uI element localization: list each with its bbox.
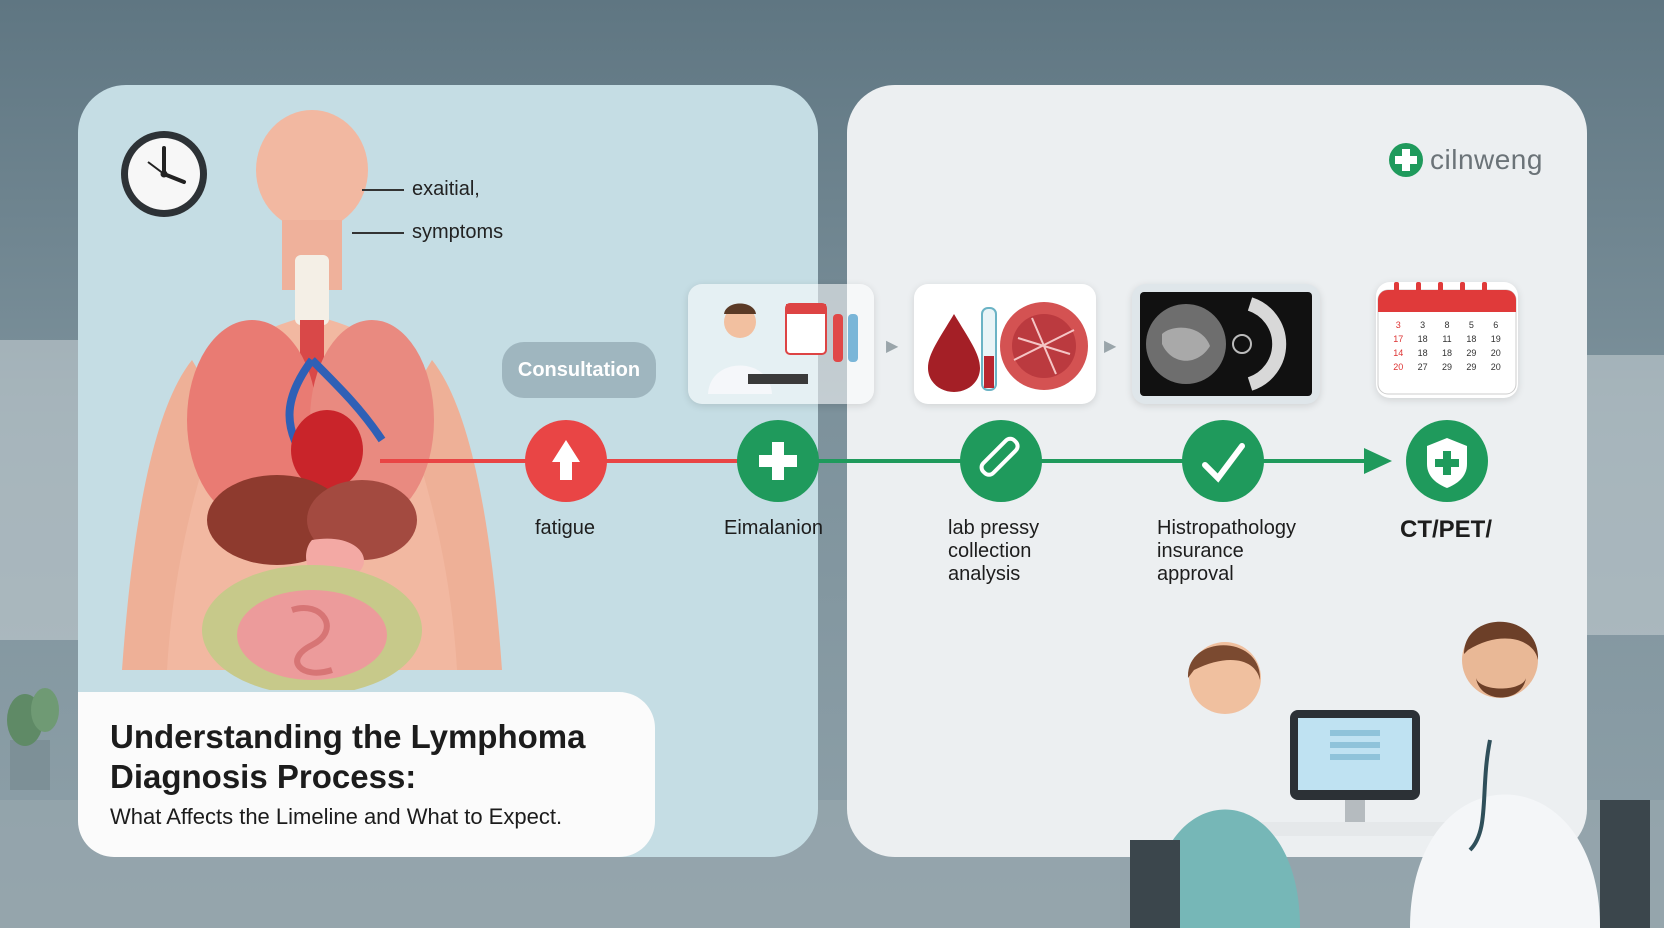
calendar-day: 18 xyxy=(1441,348,1452,358)
step-label-histo: Histropathology insurance approval xyxy=(1157,517,1296,585)
page-title: Understanding the Lymphoma Diagnosis Pro… xyxy=(110,718,586,795)
calendar-day: 18 xyxy=(1417,334,1428,344)
consultation-card xyxy=(688,284,874,404)
step-label-examination: Eimalanion xyxy=(724,517,823,539)
calendar-day: 11 xyxy=(1442,334,1452,344)
calendar-icon xyxy=(1377,282,1517,395)
calendar-day: 3 xyxy=(1420,320,1426,330)
calendar-day: 29 xyxy=(1466,348,1477,358)
calendar-day: 6 xyxy=(1493,320,1499,330)
calendar-day: 18 xyxy=(1417,348,1428,358)
calendar-day: 18 xyxy=(1466,334,1477,344)
plant-icon xyxy=(7,688,59,790)
calendar-card: 3 3 8 5 6 17 18 11 18 19 14 18 18 29 20 20 27 29 29 20 xyxy=(1376,282,1518,398)
blood-sample-card xyxy=(914,284,1096,404)
callout-line-top xyxy=(362,189,404,191)
calendar-day: 5 xyxy=(1468,320,1474,330)
calendar-day: 8 xyxy=(1444,320,1450,330)
consultation-pill: Consultation xyxy=(502,342,656,398)
doctor-patient-consultation-illustration xyxy=(1130,621,1650,928)
calendar-day: 20 xyxy=(1490,362,1501,372)
background-shelf-right xyxy=(1585,355,1664,635)
callout-line-bottom xyxy=(352,232,404,234)
callout-bottom-label: symptoms xyxy=(412,221,504,243)
ct-scan-image-icon xyxy=(1140,292,1312,396)
callout-top-label: exaitial, xyxy=(412,178,480,200)
title-box: Understanding the Lymphoma Diagnosis Pro… xyxy=(78,692,655,857)
calendar-day: 20 xyxy=(1393,362,1404,372)
calendar-grid: 3 3 8 5 6 17 18 11 18 19 14 18 18 29 20 20 27 29 29 20 xyxy=(1386,320,1508,372)
step-label-imaging: CT/PET/ xyxy=(1400,516,1493,543)
calendar-day: 14 xyxy=(1393,348,1404,358)
calendar-day: 17 xyxy=(1393,334,1404,344)
human-anatomy-illustration xyxy=(122,110,502,690)
clock-icon xyxy=(121,131,207,217)
calendar-day: 29 xyxy=(1466,362,1477,372)
calendar-day: 29 xyxy=(1441,362,1452,372)
step-label-fatigue: fatigue xyxy=(535,517,596,539)
brand-logo: cilnweng xyxy=(1388,142,1543,178)
medical-cross-icon xyxy=(1389,143,1423,177)
blood-drop-tissue-icon xyxy=(928,302,1088,392)
scan-card xyxy=(1132,284,1320,404)
page-subtitle: What Affects the Limeline and What to Ex… xyxy=(110,804,563,829)
calendar-day: 27 xyxy=(1417,362,1428,372)
calendar-day: 3 xyxy=(1395,320,1401,330)
small-arrow-2-icon: ▶ xyxy=(1104,338,1117,355)
step-label-lab: lab pressy collection analysis xyxy=(948,517,1040,585)
calendar-day: 20 xyxy=(1490,348,1501,358)
background-shelf-left xyxy=(0,340,80,640)
brand-name: cilnweng xyxy=(1430,144,1543,175)
calendar-day: 19 xyxy=(1490,334,1501,344)
small-arrow-1-icon: ▶ xyxy=(886,338,899,355)
doctor-consultation-icon xyxy=(708,303,858,394)
